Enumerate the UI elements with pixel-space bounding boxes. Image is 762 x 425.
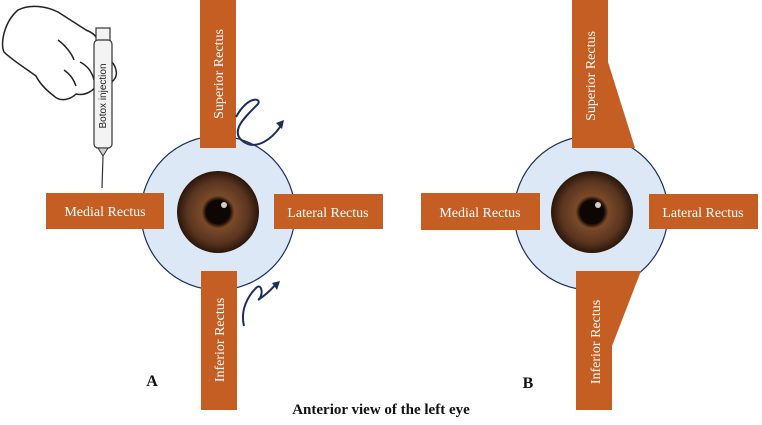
lateral-rectus-label: Lateral Rectus [662,206,743,221]
iris [551,171,633,253]
inferior-rectus-label: Inferior Rectus [589,300,604,384]
figure-caption: Anterior view of the left eye [292,402,470,418]
superior-rectus: Superior Rectus [200,0,236,148]
inferior-rectus: Inferior Rectus [201,271,237,410]
panel-a: Superior Rectus Inferior Rectus Medial R… [1,0,383,410]
panel-letter-a: A [146,373,158,390]
medial-rectus: Medial Rectus [421,193,540,230]
medial-rectus-label: Medial Rectus [64,205,145,220]
superior-rectus-label: Superior Rectus [212,29,227,119]
syringe-icon: Botox injection [93,27,113,189]
lateral-rectus: Lateral Rectus [649,194,758,229]
rotation-arrow-icon [242,281,280,327]
superior-rectus: Superior Rectus [572,0,635,148]
rotation-arrow-icon [235,98,284,146]
superior-rectus-label: Superior Rectus [584,31,599,121]
panel-letter-b: B [523,375,534,392]
medial-rectus-label: Medial Rectus [439,206,520,221]
lateral-rectus: Lateral Rectus [274,194,383,229]
iris [177,171,259,253]
syringe-label: Botox injection [98,63,109,128]
inferior-rectus: Inferior Rectus [576,271,641,410]
inferior-rectus-label: Inferior Rectus [213,298,228,382]
panel-b: Superior Rectus Inferior Rectus Medial R… [421,0,758,410]
medial-rectus: Medial Rectus [46,193,164,229]
lateral-rectus-label: Lateral Rectus [287,206,368,221]
